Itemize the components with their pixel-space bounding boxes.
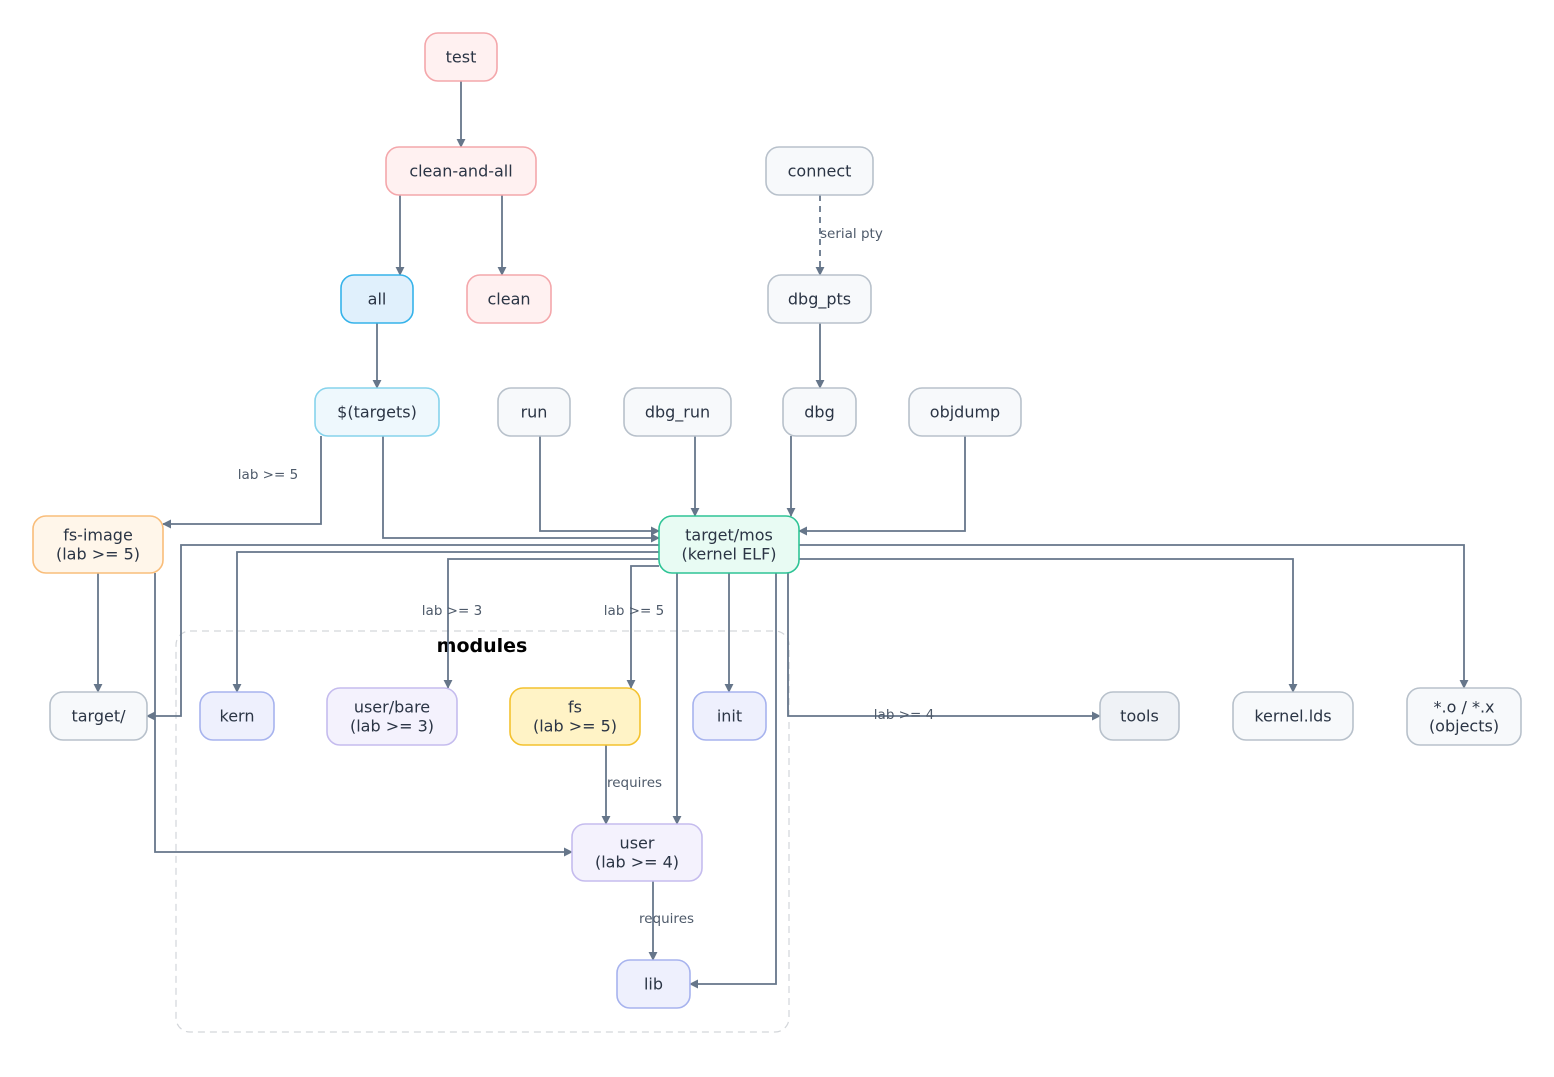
- node-label: fs-image: [63, 526, 133, 545]
- node-label: (kernel ELF): [681, 545, 776, 564]
- node-init[interactable]: init: [692, 691, 767, 741]
- node-all[interactable]: all: [340, 274, 414, 324]
- node-user-bare[interactable]: user/bare(lab >= 3): [326, 687, 458, 746]
- edge-label-user-lib: requires: [639, 911, 694, 927]
- modules-cluster-title: modules: [437, 635, 528, 657]
- edge-run-mos: [539, 436, 660, 536]
- node-label: (lab >= 5): [56, 545, 140, 564]
- node-label: fs: [568, 698, 582, 717]
- node-label: (lab >= 4): [595, 853, 679, 872]
- node-connect[interactable]: connect: [765, 146, 874, 196]
- edge-label-connect-dbgpts: serial pty: [820, 226, 883, 242]
- node-run[interactable]: run: [497, 387, 571, 437]
- modules-cluster: [175, 630, 790, 1033]
- node-kern[interactable]: kern: [199, 691, 275, 741]
- node-label: kern: [220, 707, 255, 726]
- node-label: all: [368, 290, 387, 309]
- node-dbg[interactable]: dbg: [782, 387, 857, 437]
- node-label: tools: [1120, 707, 1159, 726]
- node-tools[interactable]: tools: [1099, 691, 1180, 741]
- node-dbg_run[interactable]: dbg_run: [623, 387, 732, 437]
- node-label: (lab >= 5): [533, 717, 617, 736]
- node-objects[interactable]: *.o / *.x(objects): [1406, 687, 1522, 746]
- node-label: user: [620, 834, 655, 853]
- node-objdump[interactable]: objdump: [908, 387, 1022, 437]
- edge-mos-kern: [232, 551, 659, 693]
- edge-label-mos-fs: lab >= 5: [604, 603, 664, 619]
- node-clean[interactable]: clean: [466, 274, 552, 324]
- node-label: kernel.lds: [1254, 707, 1331, 726]
- edge-fsimage-user: [154, 573, 573, 857]
- node-targets[interactable]: $(targets): [314, 387, 440, 437]
- node-label: run: [521, 403, 548, 422]
- node-label: clean-and-all: [409, 162, 512, 181]
- node-kernel-lds[interactable]: kernel.lds: [1232, 691, 1354, 741]
- node-label: connect: [788, 162, 852, 181]
- node-user[interactable]: user(lab >= 4): [571, 823, 703, 882]
- edge-mos-lib: [689, 573, 777, 989]
- edge-label-targets-fsimage: lab >= 5: [238, 467, 298, 483]
- edge-mos-userbare: [443, 558, 659, 689]
- node-label: target/: [71, 707, 126, 726]
- node-label: *.o / *.x: [1434, 698, 1495, 717]
- edge-targets-mos: [382, 436, 660, 543]
- edge-mos-fs: [626, 565, 659, 689]
- node-mos[interactable]: target/mos(kernel ELF): [658, 515, 800, 574]
- node-fs-image[interactable]: fs-image(lab >= 5): [32, 515, 164, 574]
- node-label: user/bare: [354, 698, 430, 717]
- edge-mos-kernellds: [799, 558, 1298, 693]
- node-target-dir[interactable]: target/: [49, 691, 148, 741]
- edge-objdump-mos: [798, 436, 966, 536]
- edge-label-fs-user: requires: [607, 775, 662, 791]
- node-label: test: [446, 48, 477, 67]
- node-lib[interactable]: lib: [616, 959, 691, 1009]
- edge-mos-targetdir: [146, 544, 659, 721]
- node-label: dbg: [804, 403, 834, 422]
- edge-mos-objects: [799, 544, 1469, 689]
- node-label: init: [717, 707, 742, 726]
- node-clean-and-all[interactable]: clean-and-all: [385, 146, 537, 196]
- node-label: target/mos: [685, 526, 773, 545]
- node-label: lib: [644, 975, 663, 994]
- node-label: (lab >= 3): [350, 717, 434, 736]
- node-label: $(targets): [337, 403, 417, 422]
- edge-label-mos-tools: lab >= 4: [874, 707, 934, 723]
- node-label: clean: [487, 290, 530, 309]
- node-label: dbg_pts: [788, 290, 851, 310]
- node-label: dbg_run: [645, 403, 710, 423]
- edge-label-mos-userbare: lab >= 3: [422, 603, 482, 619]
- node-label: objdump: [930, 403, 1000, 422]
- node-label: (objects): [1429, 717, 1499, 736]
- edge-mos-tools: [787, 573, 1101, 721]
- node-test[interactable]: test: [424, 32, 498, 82]
- node-dbg_pts[interactable]: dbg_pts: [767, 274, 872, 324]
- edge-targets-fsimage: [162, 436, 322, 529]
- node-fs[interactable]: fs(lab >= 5): [509, 687, 641, 746]
